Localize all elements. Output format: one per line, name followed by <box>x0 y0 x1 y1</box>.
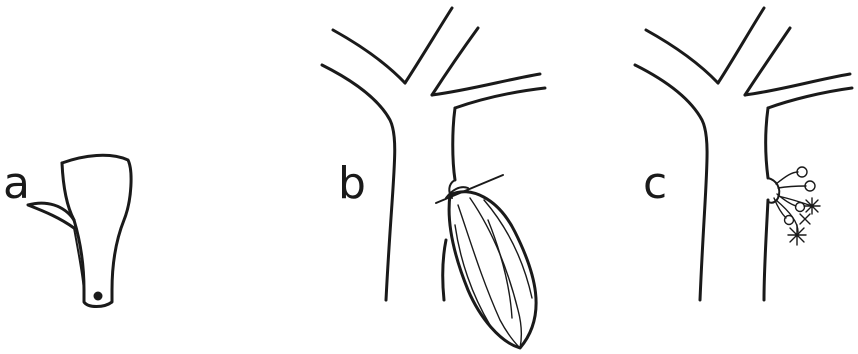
open-flower <box>800 214 810 224</box>
cacao-pod <box>436 175 536 348</box>
panel-b-label: b <box>338 158 366 209</box>
panel-a: a <box>3 155 131 306</box>
panel-c: c <box>635 8 852 300</box>
tree-trunk-c <box>635 8 852 300</box>
cushion-drawing <box>28 155 131 306</box>
panel-a-label: a <box>3 158 30 209</box>
flower-cluster <box>768 167 820 245</box>
panel-b: b <box>322 8 545 348</box>
panel-c-label: c <box>643 158 667 209</box>
tree-trunk-b <box>322 8 545 300</box>
